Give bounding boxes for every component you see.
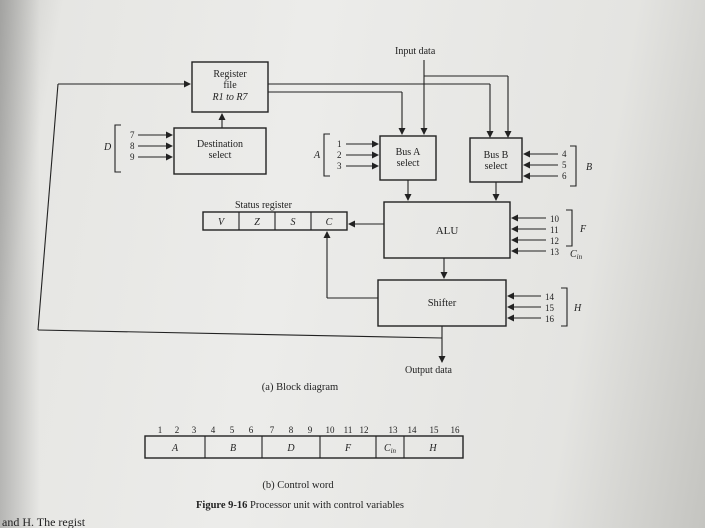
h-line-16: 16 bbox=[545, 314, 555, 324]
b-bracket bbox=[570, 145, 577, 187]
field-h: H bbox=[428, 443, 437, 454]
control-word-bit-numbers: 1 2 3 4 5 6 7 8 9 10 11 12 13 14 15 16 bbox=[158, 425, 460, 435]
f-line-10: 10 bbox=[550, 214, 560, 224]
f-field-label: F bbox=[579, 224, 587, 235]
alu-box bbox=[383, 201, 511, 259]
figure-title: Processor unit with control variables bbox=[250, 500, 404, 511]
input-data-label: Input data bbox=[395, 46, 436, 57]
bit-number-9: 9 bbox=[308, 425, 313, 435]
field-d: D bbox=[286, 443, 295, 454]
bit-number-16: 16 bbox=[451, 425, 461, 435]
bit-number-1: 1 bbox=[158, 425, 163, 435]
field-f: F bbox=[344, 443, 352, 454]
status-bit-z: Z bbox=[254, 217, 260, 228]
figure-caption: Figure 9-16 Processor unit with control … bbox=[196, 500, 404, 511]
bit-number-6: 6 bbox=[249, 425, 254, 435]
h-bracket bbox=[561, 287, 568, 327]
destination-select-label-2: select bbox=[209, 150, 232, 161]
field-cin-sub: in bbox=[391, 447, 397, 455]
field-cin-main: C bbox=[384, 443, 391, 454]
a-field-label: A bbox=[313, 150, 321, 161]
cin-line-13: 13 bbox=[550, 247, 560, 257]
alu-label: ALU bbox=[436, 225, 459, 237]
field-b: B bbox=[230, 443, 236, 454]
f-line-11: 11 bbox=[550, 225, 559, 235]
feedback-left-line bbox=[37, 83, 59, 331]
register-file-box bbox=[191, 61, 269, 113]
a-line-3: 3 bbox=[337, 161, 342, 171]
bit-number-10: 10 bbox=[326, 425, 336, 435]
destination-select-box bbox=[173, 127, 267, 175]
output-data-label: Output data bbox=[405, 365, 452, 376]
d-line-7: 7 bbox=[130, 130, 135, 140]
destination-select-label-1: Destination bbox=[197, 139, 243, 150]
bus-a-label-2: select bbox=[397, 158, 420, 169]
d-bracket bbox=[114, 124, 121, 173]
status-bit-v: V bbox=[218, 217, 226, 228]
caption-block-diagram: (a) Block diagram bbox=[262, 382, 338, 393]
d-line-9: 9 bbox=[130, 152, 135, 162]
bit-number-8: 8 bbox=[289, 425, 294, 435]
cin-label-sub: in bbox=[577, 253, 583, 261]
bit-number-2: 2 bbox=[175, 425, 180, 435]
bit-number-4: 4 bbox=[211, 425, 216, 435]
a-line-1: 1 bbox=[337, 139, 342, 149]
bit-number-12: 12 bbox=[360, 425, 369, 435]
field-cin: Cin bbox=[384, 443, 397, 455]
bus-b-label-2: select bbox=[485, 161, 508, 172]
h-field-label: H bbox=[573, 303, 582, 314]
bit-number-5: 5 bbox=[230, 425, 235, 435]
feedback-bottom-line bbox=[37, 329, 443, 339]
register-file-label-2: file bbox=[223, 80, 237, 91]
bit-number-15: 15 bbox=[430, 425, 440, 435]
b-line-5: 5 bbox=[562, 160, 567, 170]
field-a: A bbox=[171, 443, 179, 454]
h-line-15: 15 bbox=[545, 303, 555, 313]
page-fold-shadow bbox=[0, 0, 40, 528]
f-line-12: 12 bbox=[550, 236, 559, 246]
b-line-4: 4 bbox=[562, 149, 567, 159]
bus-a-label-1: Bus A bbox=[396, 147, 422, 158]
shifter-label: Shifter bbox=[428, 298, 457, 309]
b-line-6: 6 bbox=[562, 171, 567, 181]
status-bit-s: S bbox=[291, 217, 296, 228]
figure-number: Figure 9-16 bbox=[196, 500, 247, 511]
status-bit-c: C bbox=[326, 217, 333, 228]
h-line-14: 14 bbox=[545, 292, 555, 302]
cin-label: Cin bbox=[570, 249, 583, 261]
status-register-label: Status register bbox=[235, 200, 293, 211]
b-field-label: B bbox=[586, 162, 592, 173]
register-file-label-3: R1 to R7 bbox=[212, 92, 249, 103]
bit-number-14: 14 bbox=[408, 425, 418, 435]
bit-number-3: 3 bbox=[192, 425, 197, 435]
bit-number-13: 13 bbox=[389, 425, 399, 435]
bit-number-7: 7 bbox=[270, 425, 275, 435]
bus-b-label-1: Bus B bbox=[484, 150, 509, 161]
a-bracket bbox=[323, 133, 330, 177]
body-text-fragment: and H. The regist bbox=[2, 515, 86, 528]
register-file-label-1: Register bbox=[213, 69, 247, 80]
a-line-2: 2 bbox=[337, 150, 342, 160]
control-word-box bbox=[144, 435, 464, 459]
cin-label-main: C bbox=[570, 249, 577, 260]
d-line-8: 8 bbox=[130, 141, 135, 151]
bit-number-11: 11 bbox=[344, 425, 353, 435]
f-bracket bbox=[566, 209, 573, 247]
caption-control-word: (b) Control word bbox=[262, 480, 334, 491]
d-field-label: D bbox=[103, 142, 112, 153]
